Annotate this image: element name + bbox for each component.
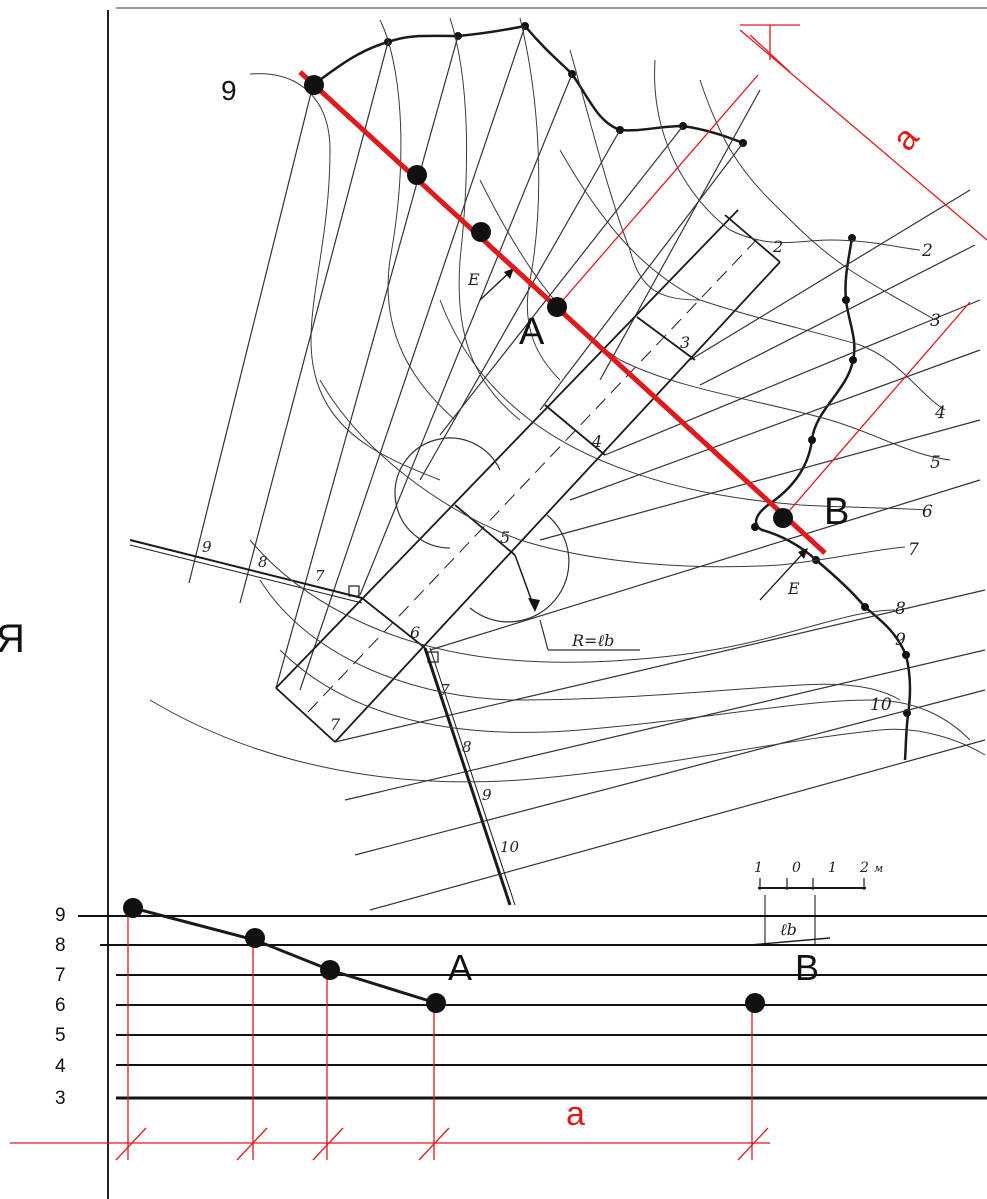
lower-cut-labels: 7 8 9 10 — [440, 681, 520, 856]
profile-view: 9 8 7 6 5 4 3 a — [10, 898, 987, 1161]
e-arrows: E E — [467, 268, 808, 601]
sheet-frame: Я — [0, 7, 987, 1199]
point-mid-2 — [471, 222, 491, 242]
contour-label: 4 — [934, 403, 946, 423]
level-label: 6 — [55, 995, 66, 1016]
radius-circles: R=ℓb — [394, 437, 640, 651]
contour-label: 6 — [922, 502, 933, 522]
left-cut-labels: 9 8 7 — [202, 538, 325, 585]
point-b — [773, 508, 793, 528]
profile-verticals — [10, 910, 770, 1161]
profile-point — [320, 960, 340, 980]
scale-tick: 1 — [828, 860, 837, 876]
lower-cut-label: 9 — [482, 786, 492, 804]
road-corridor — [275, 209, 781, 743]
level-label: 9 — [55, 905, 66, 926]
axis-cut-label: 5 — [500, 528, 510, 547]
axis-cut-labels: 2 3 4 5 6 7 — [330, 237, 783, 734]
left-section-lines — [188, 25, 761, 691]
plan-dim-a-label: a — [885, 119, 926, 158]
contour-lines — [149, 17, 986, 783]
scale-tick: 0 — [792, 860, 801, 876]
lower-cut-label: 10 — [500, 838, 520, 856]
axis-cut-label: 4 — [591, 432, 602, 451]
left-cut-label: 7 — [315, 567, 325, 585]
contour-label: 7 — [908, 540, 919, 560]
scale-unit: м — [874, 862, 883, 875]
left-cut-label: 8 — [258, 553, 268, 571]
lower-cross-section — [423, 647, 516, 906]
scale-tick: 1 — [754, 860, 763, 876]
right-contour-labels: 2 3 4 5 6 7 8 9 10 — [870, 241, 946, 715]
contour-label: 5 — [930, 453, 941, 473]
axis-cut-label: 6 — [410, 623, 420, 642]
right-boundary-dots — [751, 234, 911, 717]
scale-bar: 1 0 1 2 м ℓb — [749, 860, 883, 946]
level-label: 5 — [55, 1025, 66, 1046]
plan-label-a: A — [519, 311, 545, 353]
profile-label-a: A — [448, 947, 472, 988]
profile-dim-a-label: a — [566, 1095, 585, 1133]
left-cut-label: 9 — [202, 538, 212, 556]
scale-tick: 2 — [859, 860, 869, 876]
lower-cut-label: 8 — [462, 738, 472, 756]
level-label: 8 — [55, 935, 66, 956]
profile-label-b: B — [795, 947, 819, 988]
left-cross-section — [129, 539, 363, 604]
top-boundary-curve — [312, 24, 744, 145]
arrow-e-label: E — [467, 270, 480, 289]
plan-label-b: B — [824, 491, 849, 533]
profile-point — [123, 898, 143, 918]
level-label: 3 — [55, 1088, 66, 1109]
profile-point — [245, 928, 265, 948]
profile-point-b — [745, 993, 765, 1013]
right-boundary-curve — [754, 237, 912, 761]
axis-cut-label: 7 — [330, 715, 341, 734]
contour-label: 2 — [921, 241, 933, 261]
level-label: 7 — [55, 965, 66, 986]
profile-level-lines — [78, 915, 987, 1100]
contour-label: 10 — [870, 695, 892, 715]
level-label: 4 — [55, 1056, 66, 1077]
contour-label: 8 — [895, 599, 906, 619]
lower-cut-label: 7 — [440, 681, 450, 699]
key-points — [304, 75, 793, 528]
plan-view: R=ℓb 2 3 4 5 6 7 — [129, 17, 987, 946]
arrow-e-label: E — [787, 579, 800, 598]
axis-cut-label: 3 — [680, 333, 690, 352]
profile-level-labels: 9 8 7 6 5 4 3 — [55, 905, 66, 1109]
axis-cut-label: 2 — [772, 237, 783, 256]
point-mid-1 — [407, 165, 427, 185]
radius-label: R=ℓb — [571, 631, 614, 650]
contour-label: 9 — [895, 630, 906, 650]
side-letter: Я — [0, 617, 25, 661]
profile-points — [123, 898, 765, 1013]
scale-lb-label: ℓb — [780, 920, 797, 939]
point-a — [547, 297, 567, 317]
profile-line — [132, 906, 437, 1005]
profile-point-a — [426, 993, 446, 1013]
contour-label: 3 — [930, 311, 941, 331]
plan-label-9: 9 — [221, 75, 237, 106]
point-9 — [304, 75, 324, 95]
